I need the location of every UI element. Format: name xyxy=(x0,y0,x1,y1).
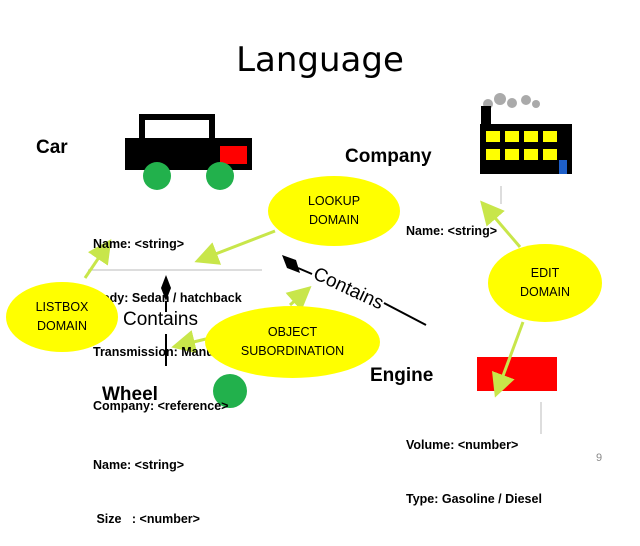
contains-label-engine: Contains xyxy=(310,263,387,314)
car-field-company: Company: <reference> xyxy=(93,399,229,413)
car-field-name: Name: <string> xyxy=(93,237,185,251)
lookup-callout-line2: DOMAIN xyxy=(308,213,359,227)
engine-field-type: Type: Gasoline / Diesel xyxy=(406,492,542,506)
callout-arrows xyxy=(83,200,525,398)
listbox-callout-line1: LISTBOX xyxy=(35,300,89,314)
company-entity-label: Company xyxy=(345,146,432,167)
wheel-entity-label: Wheel xyxy=(102,384,158,405)
engine-field-volume: Volume: <number> xyxy=(406,438,519,452)
car-icon xyxy=(125,114,252,190)
listbox-callout-line2: DOMAIN xyxy=(36,319,87,333)
edit-domain-callout: EDIT DOMAIN xyxy=(488,244,602,322)
wheel-field-size: Size : <number> xyxy=(93,512,200,526)
object-subordination-callout: OBJECT SUBORDINATION xyxy=(205,306,380,378)
object-callout-line1: OBJECT xyxy=(267,325,318,339)
edit-callout-line1: EDIT xyxy=(530,266,560,280)
object-callout-line2: SUBORDINATION xyxy=(240,344,345,358)
wheel-fields: Name: <string> Size : <number> xyxy=(93,420,200,546)
company-field-name: Name: <string> xyxy=(406,224,498,238)
slide-title: Language xyxy=(236,40,404,80)
engine-entity-label: Engine xyxy=(370,365,434,386)
wheel-field-name: Name: <string> xyxy=(93,458,185,472)
car-field-body: Body: Sedan / hatchback xyxy=(93,291,242,305)
wheel-icon xyxy=(213,374,247,408)
car-wheel-relation xyxy=(161,275,171,366)
listbox-domain-callout: LISTBOX DOMAIN xyxy=(6,282,118,352)
engine-fields: Volume: <number> Type: Gasoline / Diesel xyxy=(406,400,542,526)
diagram-canvas: Contains xyxy=(83,93,572,434)
slide-number: 9 xyxy=(596,452,603,464)
lookup-callout-line1: LOOKUP xyxy=(307,194,361,208)
engine-icon xyxy=(477,357,557,391)
company-fields: Name: <string> xyxy=(406,186,497,258)
edit-callout-line2: DOMAIN xyxy=(520,285,570,299)
car-entity-label: Car xyxy=(36,137,68,158)
contains-label-wheel: Contains xyxy=(123,309,198,330)
lookup-domain-callout: LOOKUP DOMAIN xyxy=(268,176,400,246)
factory-icon xyxy=(480,93,572,174)
